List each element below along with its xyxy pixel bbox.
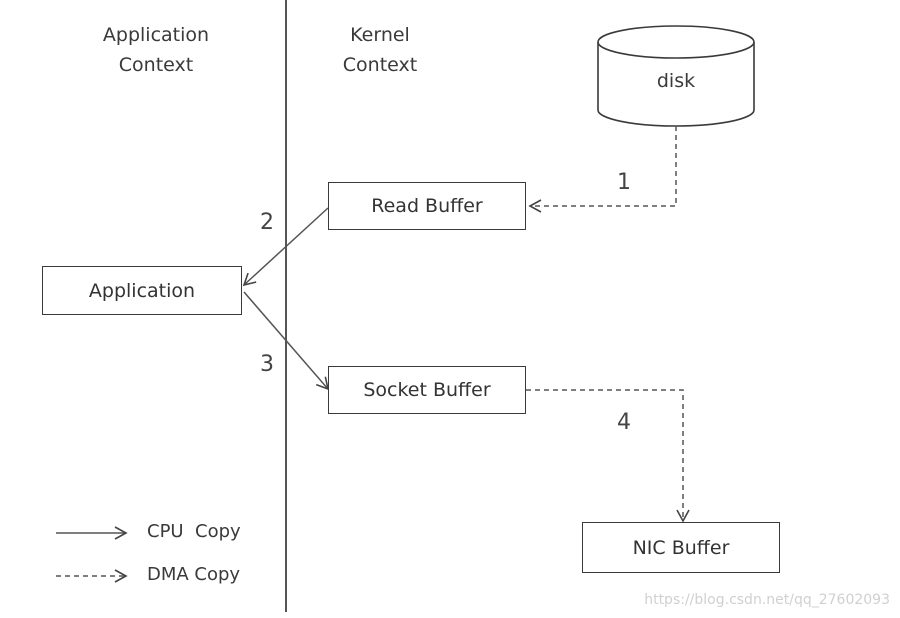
- legend-dma-copy: DMA Copy: [147, 564, 241, 585]
- socket-buffer-box: Socket Buffer: [328, 366, 526, 414]
- nic-buffer-label: NIC Buffer: [632, 536, 730, 559]
- cpu-arrow-application-to-socket-buffer: [243, 291, 330, 391]
- step-4-label: 4: [617, 410, 631, 435]
- read-buffer-box: Read Buffer: [328, 182, 526, 230]
- step-1-label: 1: [617, 170, 631, 195]
- disk-cylinder: [597, 25, 755, 127]
- legend-cpu-copy: CPU Copy: [147, 521, 241, 542]
- watermark-url: https://blog.csdn.net/qq_27602093: [644, 592, 890, 608]
- application-label: Application: [88, 279, 196, 302]
- read-buffer-label: Read Buffer: [371, 195, 483, 217]
- application-context-line2: Context: [118, 54, 194, 76]
- kernel-context-line2: Context: [342, 54, 418, 76]
- kernel-context-line1: Kernel: [350, 24, 410, 46]
- application-box: Application: [42, 266, 242, 315]
- application-context-header: Application Context: [76, 20, 236, 80]
- kernel-context-header: Kernel Context: [320, 20, 440, 80]
- socket-buffer-label: Socket Buffer: [363, 379, 491, 401]
- disk-label: disk: [656, 70, 696, 92]
- step-2-label: 2: [260, 210, 274, 235]
- application-context-line1: Application: [102, 24, 210, 46]
- dma-arrow-socket-buffer-to-nic-buffer: [526, 389, 690, 523]
- dma-arrow-disk-to-read-buffer: [528, 126, 677, 213]
- nic-buffer-box: NIC Buffer: [582, 522, 780, 573]
- cpu-arrow-read-buffer-to-application: [242, 207, 329, 287]
- step-3-label: 3: [260, 352, 274, 377]
